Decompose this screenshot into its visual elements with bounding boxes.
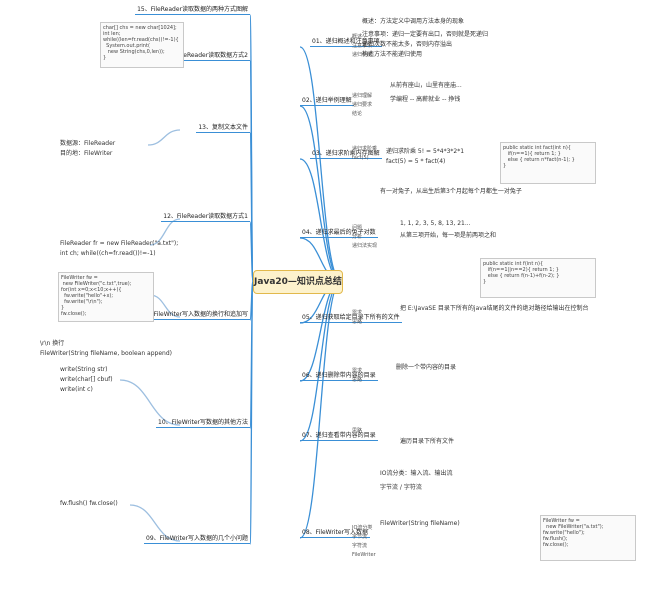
branch-right-4[interactable]: 04、递归求最后的兔子对数 bbox=[300, 229, 378, 238]
branch-right-1-child-3: 递归使用 bbox=[352, 52, 373, 58]
branch-right-3-child-2: fact(5) bbox=[352, 155, 369, 161]
connector-left-note-6 bbox=[129, 504, 181, 542]
branch-right-2-child-2: 递归要求 bbox=[352, 102, 373, 108]
note-08-ctor: FileWriter(String fileName) bbox=[380, 520, 460, 527]
branch-right-1-child-2: 注意事项 bbox=[352, 43, 373, 49]
branch-right-6-child-2: 思路 bbox=[352, 377, 363, 383]
branch-right-5-child-1: 需求 bbox=[352, 310, 363, 316]
branch-right-8-child-2: 字节流 bbox=[352, 534, 368, 540]
branch-right-7[interactable]: 07、递归查看带内容的目录 bbox=[300, 432, 378, 441]
branch-right-2-child-1: 递归理解 bbox=[352, 93, 373, 99]
branch-left-5[interactable]: 11、FileWriter写入数据的换行和追加写 bbox=[138, 311, 250, 320]
branch-left-3[interactable]: 13、复制文本文件 bbox=[196, 124, 250, 133]
note-02-code: 学编程 -- 高薪就业 -- 挣钱 bbox=[390, 96, 461, 103]
branch-left-1[interactable]: 15、FileReader读取数据的两种方式图解 bbox=[135, 6, 250, 15]
connector-left-note-3 bbox=[149, 218, 181, 246]
note-04-rule: 从第三项开始，每一项是前两项之和 bbox=[400, 232, 497, 239]
branch-right-2-child-3: 结论 bbox=[352, 111, 363, 117]
note-05-req: 把 E:\JavaSE 目录下所有的java结尾的文件的绝对路径给输出在控制台 bbox=[400, 305, 589, 312]
branch-right-8-child-1: IO流分类 bbox=[352, 525, 373, 531]
code-box-fact: public static int fact(int n){ if(n==1){… bbox=[500, 142, 596, 184]
note-09-flush: fw.flush() fw.close() bbox=[60, 500, 118, 507]
connector-left-4 bbox=[249, 221, 254, 282]
branch-left-7[interactable]: 09、FileWriter写入数据的几个小问题 bbox=[144, 535, 250, 544]
connector-left-7 bbox=[249, 280, 254, 545]
note-10-str: write(String str) bbox=[60, 366, 108, 373]
branch-right-1-child-1: 概述 bbox=[352, 34, 363, 40]
connector-left-note-5 bbox=[119, 379, 181, 426]
note-13-dst: 目的地：FileWriter bbox=[60, 150, 113, 157]
note-10-int: write(int c) bbox=[60, 386, 93, 393]
note-12-ctor: FileReader fr = new FileReader("a.txt"); bbox=[60, 240, 179, 247]
code-box-rabbit: public static int f(int n){ if(n==1||n==… bbox=[480, 258, 596, 298]
center-topic[interactable]: Java20—知识点总结 bbox=[253, 270, 343, 294]
connector-right-2 bbox=[299, 105, 342, 282]
branch-right-7-child-1: 思路 bbox=[352, 428, 363, 434]
branch-left-6[interactable]: 10、FileWriter写数据的其他方法 bbox=[156, 419, 250, 428]
branch-right-5-child-2: 思路 bbox=[352, 319, 363, 325]
note-08-io: IO流分类：输入流、输出流 bbox=[380, 470, 453, 477]
note-04-rabbit: 有一对兔子，从出生后第3个月起每个月都生一对兔子 bbox=[380, 188, 522, 195]
branch-right-6-child-1: 需求 bbox=[352, 368, 363, 374]
branch-right-4-child-3: 递归法实现 bbox=[352, 243, 378, 249]
note-08-kind: 字节流 / 字符流 bbox=[380, 484, 422, 491]
code-box-append: FileWriter fw = new FileWriter("c.txt",t… bbox=[58, 272, 154, 322]
branch-right-4-child-2: 分析 bbox=[352, 234, 363, 240]
connector-right-3 bbox=[299, 158, 342, 282]
code-box-reader2: char[] chs = new char[1024]; int len; wh… bbox=[100, 22, 184, 68]
branch-left-2[interactable]: 14、FileReader读取数据方式2 bbox=[161, 52, 250, 61]
branch-right-4-child-1: 问题 bbox=[352, 225, 363, 231]
note-07-req: 遍历目录下所有文件 bbox=[400, 438, 455, 445]
branch-right-3[interactable]: 03、递归求阶乘内存图解 bbox=[310, 150, 382, 159]
note-06-req: 删除一个带内容的目录 bbox=[396, 364, 457, 371]
branch-left-4[interactable]: 12、FileReader读取数据方式1 bbox=[161, 213, 250, 222]
connector-left-note-2 bbox=[147, 129, 181, 146]
note-01-ctor: 构造方法不能递归使用 bbox=[362, 51, 423, 58]
note-13-src: 数据源：FileReader bbox=[60, 140, 116, 147]
note-11-append: FileWriter(String fileName, boolean appe… bbox=[40, 350, 172, 357]
note-04-seq: 1, 1, 2, 3, 5, 8, 13, 21... bbox=[400, 220, 471, 227]
note-03-recur: fact(5) = 5 * fact(4) bbox=[386, 158, 446, 165]
branch-right-3-child-1: 递归求阶乘 bbox=[352, 146, 378, 152]
branch-right-8-child-4: FileWriter bbox=[352, 552, 376, 558]
note-11-newline: \r\n 换行 bbox=[40, 340, 65, 347]
branch-right-1[interactable]: 01、递归概述和注意事项 bbox=[310, 38, 382, 47]
branch-right-8[interactable]: 08、FileWriter写入数据 bbox=[300, 529, 370, 538]
branch-right-8-child-3: 字符流 bbox=[352, 543, 368, 549]
code-box-filewriter: FileWriter fw = new FileWriter("a.txt");… bbox=[540, 515, 636, 561]
note-01-exit: 注意事项：递归一定要有出口，否则就是死递归 bbox=[362, 31, 489, 38]
branch-right-6[interactable]: 06、递归删除带内容的目录 bbox=[300, 372, 378, 381]
note-02-story: 从前有座山，山里有座庙... bbox=[390, 82, 462, 89]
note-01-count: 递归次数不能太多，否则内存溢出 bbox=[362, 41, 453, 48]
note-01-overview: 概述：方法定义中调用方法本身的现象 bbox=[362, 18, 465, 25]
note-10-arr: write(char[] cbuf) bbox=[60, 376, 113, 383]
branch-right-5[interactable]: 05、递归获取给定目录下所有的文件 bbox=[300, 314, 402, 323]
note-12-loop: int ch; while((ch=fr.read())!=-1) bbox=[60, 250, 156, 257]
branch-right-2[interactable]: 02、递归举例理解 bbox=[300, 97, 354, 106]
note-03-fact: 递归求阶乘 5! = 5*4*3*2*1 bbox=[386, 148, 465, 155]
